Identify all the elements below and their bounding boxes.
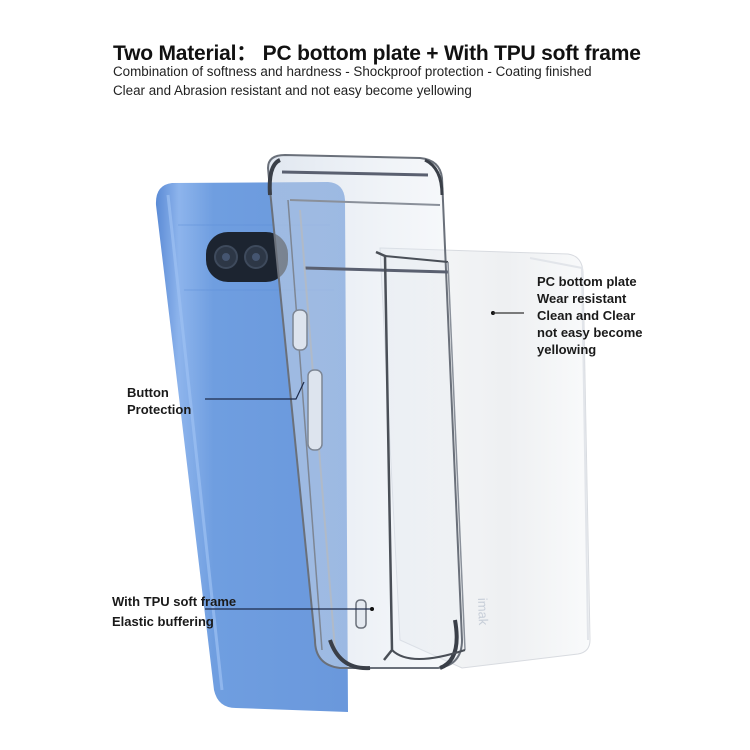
title-prefix: Two Material：: [113, 42, 258, 65]
callout-line: With TPU soft frame: [112, 594, 237, 609]
callout-line: yellowing: [537, 342, 597, 357]
callout-line: not easy become: [537, 325, 643, 340]
callout-pc-bottom-plate: PC bottom plate Wear resistant Clean and…: [537, 273, 643, 358]
plate-edge-lines: [375, 250, 466, 661]
imak-logo: imak: [475, 598, 491, 626]
subtitle-line-2: Clear and Abrasion resistant and not eas…: [113, 83, 472, 98]
callout-line: Wear resistant: [537, 291, 627, 306]
callout-line: Button: [127, 385, 169, 400]
callout-line: Clean and Clear: [537, 308, 636, 323]
button-cover-volume: [307, 369, 323, 451]
callout-line: Protection: [127, 402, 192, 417]
callout-button-protection: Button Protection: [127, 384, 191, 418]
callout-line: PC bottom plate: [537, 274, 637, 289]
tpu-soft-frame: imak: [266, 153, 491, 671]
page-title: Two Material： PC bottom plate + With TPU…: [113, 37, 641, 67]
callout-leaders: [205, 311, 524, 611]
title-main: PC bottom plate + With TPU soft frame: [262, 42, 641, 65]
callout-tpu-frame: With TPU soft frame Elastic buffering: [112, 592, 236, 632]
camera-bar: [206, 232, 288, 282]
subtitle-line-1: Combination of softness and hardness - S…: [113, 64, 592, 79]
callout-line: Elastic buffering: [112, 614, 214, 629]
button-cover-power: [292, 309, 308, 351]
